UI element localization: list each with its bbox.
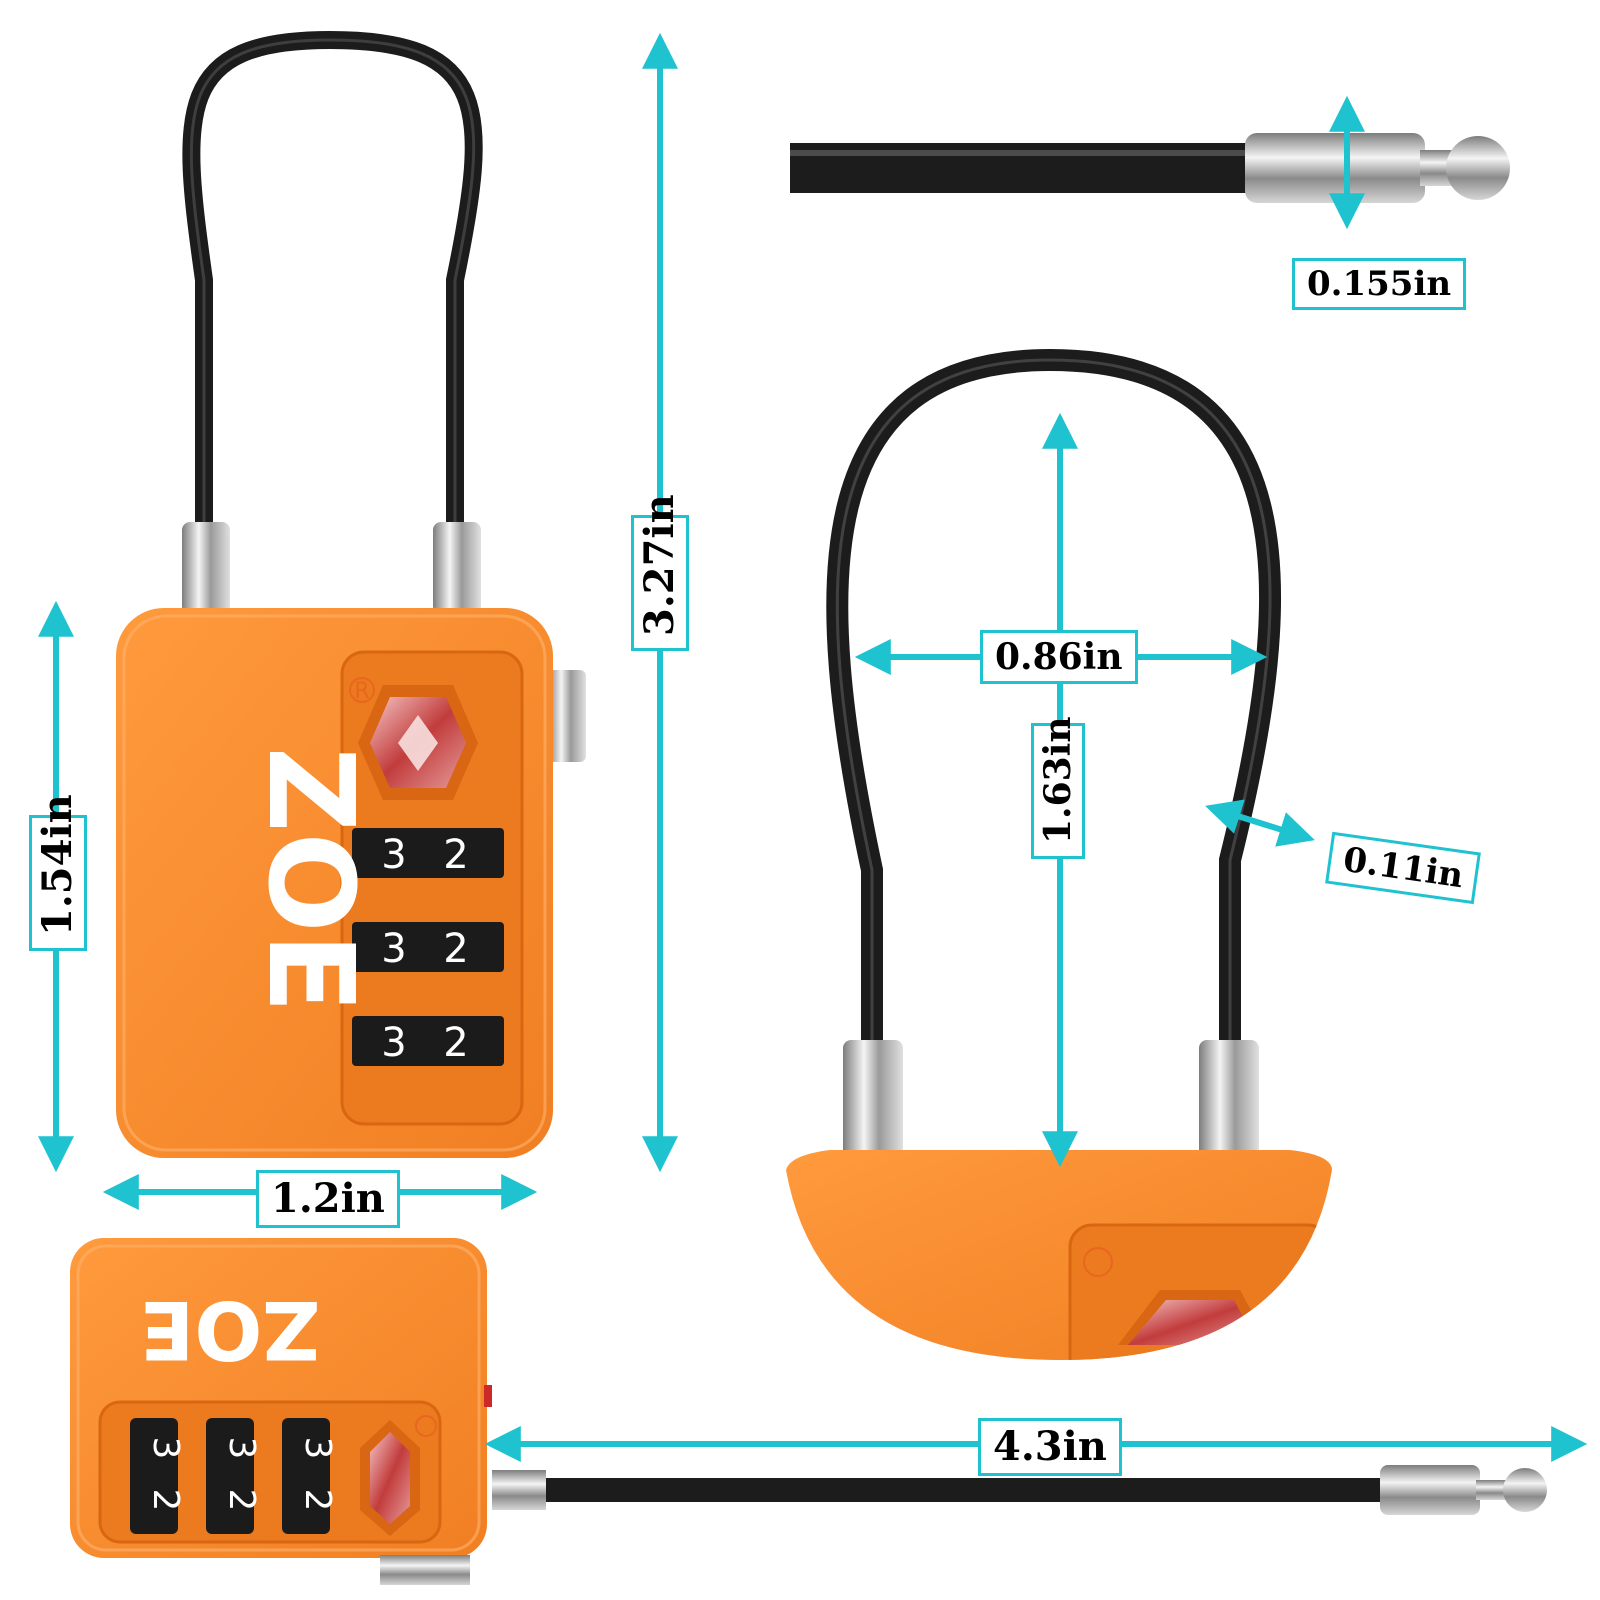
tsa-indicator-icon	[360, 1420, 420, 1536]
shackle-post-left	[843, 1040, 903, 1165]
cable-straight	[546, 1478, 1386, 1502]
dial-digit: 3	[381, 832, 406, 878]
side-button	[484, 1385, 492, 1407]
shackle-detail	[786, 348, 1332, 1360]
dial-digit: 2	[221, 1489, 262, 1512]
dimension-label-shackle-width: 0.86in	[980, 630, 1138, 684]
cable-thickness-arrow	[1205, 799, 1315, 847]
bottom-latch	[380, 1555, 470, 1585]
dial-digit: 3	[145, 1437, 186, 1460]
dimension-label-shackle-height: 1.63in	[1031, 716, 1085, 859]
dimension-label-total-height: 3.27in	[631, 494, 689, 651]
dimension-label-body-height: 1.54in	[29, 794, 87, 951]
registered-mark: R	[354, 679, 369, 704]
lock-cable-loop	[182, 30, 483, 544]
lock-side-view: ZOE 3 2 3 2 3 2	[70, 1238, 1547, 1585]
dial-digit: 2	[443, 1020, 468, 1066]
dimension-label-cable-diameter: 0.155in	[1292, 258, 1467, 310]
dial-digit: 3	[381, 926, 406, 972]
brand-logo: ZOE	[140, 1283, 321, 1376]
dial-wheel-1: 3 2	[130, 1418, 186, 1534]
dial-digit: 2	[297, 1489, 338, 1512]
dimension-label-body-width: 1.2in	[256, 1170, 400, 1228]
dial-digit: 3	[221, 1437, 262, 1460]
cable-end-ferrule	[1245, 133, 1425, 203]
tsa-indicator-icon	[358, 685, 478, 800]
dial-digit: 2	[443, 926, 468, 972]
dial-digit: 3	[381, 1020, 406, 1066]
dial-wheel-2: 3 2	[352, 922, 504, 972]
dial-digit: 3	[297, 1437, 338, 1460]
brand-logo: ZOE	[242, 747, 380, 1013]
dial-digit: 2	[145, 1489, 186, 1512]
side-latch	[548, 670, 586, 762]
dial-wheel-1: 3 2	[352, 828, 504, 878]
shackle-post-right	[1199, 1040, 1259, 1165]
cable-end-ferrule	[1380, 1465, 1480, 1515]
lock-front-view: R 3 2 3 2 3 2 ZOE	[116, 30, 586, 1158]
shackle-post-right	[433, 522, 481, 614]
dial-wheel-3: 3 2	[282, 1418, 338, 1534]
shackle-post-left	[182, 522, 230, 614]
dial-digit: 2	[443, 832, 468, 878]
cable-collar	[492, 1470, 546, 1510]
shackle-cable	[826, 348, 1282, 1066]
dial-panel	[98, 1400, 442, 1544]
dial-wheel-2: 3 2	[206, 1418, 262, 1534]
dimension-label-cable-length: 4.3in	[978, 1418, 1122, 1476]
cable-end-detail	[790, 133, 1510, 203]
dial-wheel-3: 3 2	[352, 1016, 504, 1066]
